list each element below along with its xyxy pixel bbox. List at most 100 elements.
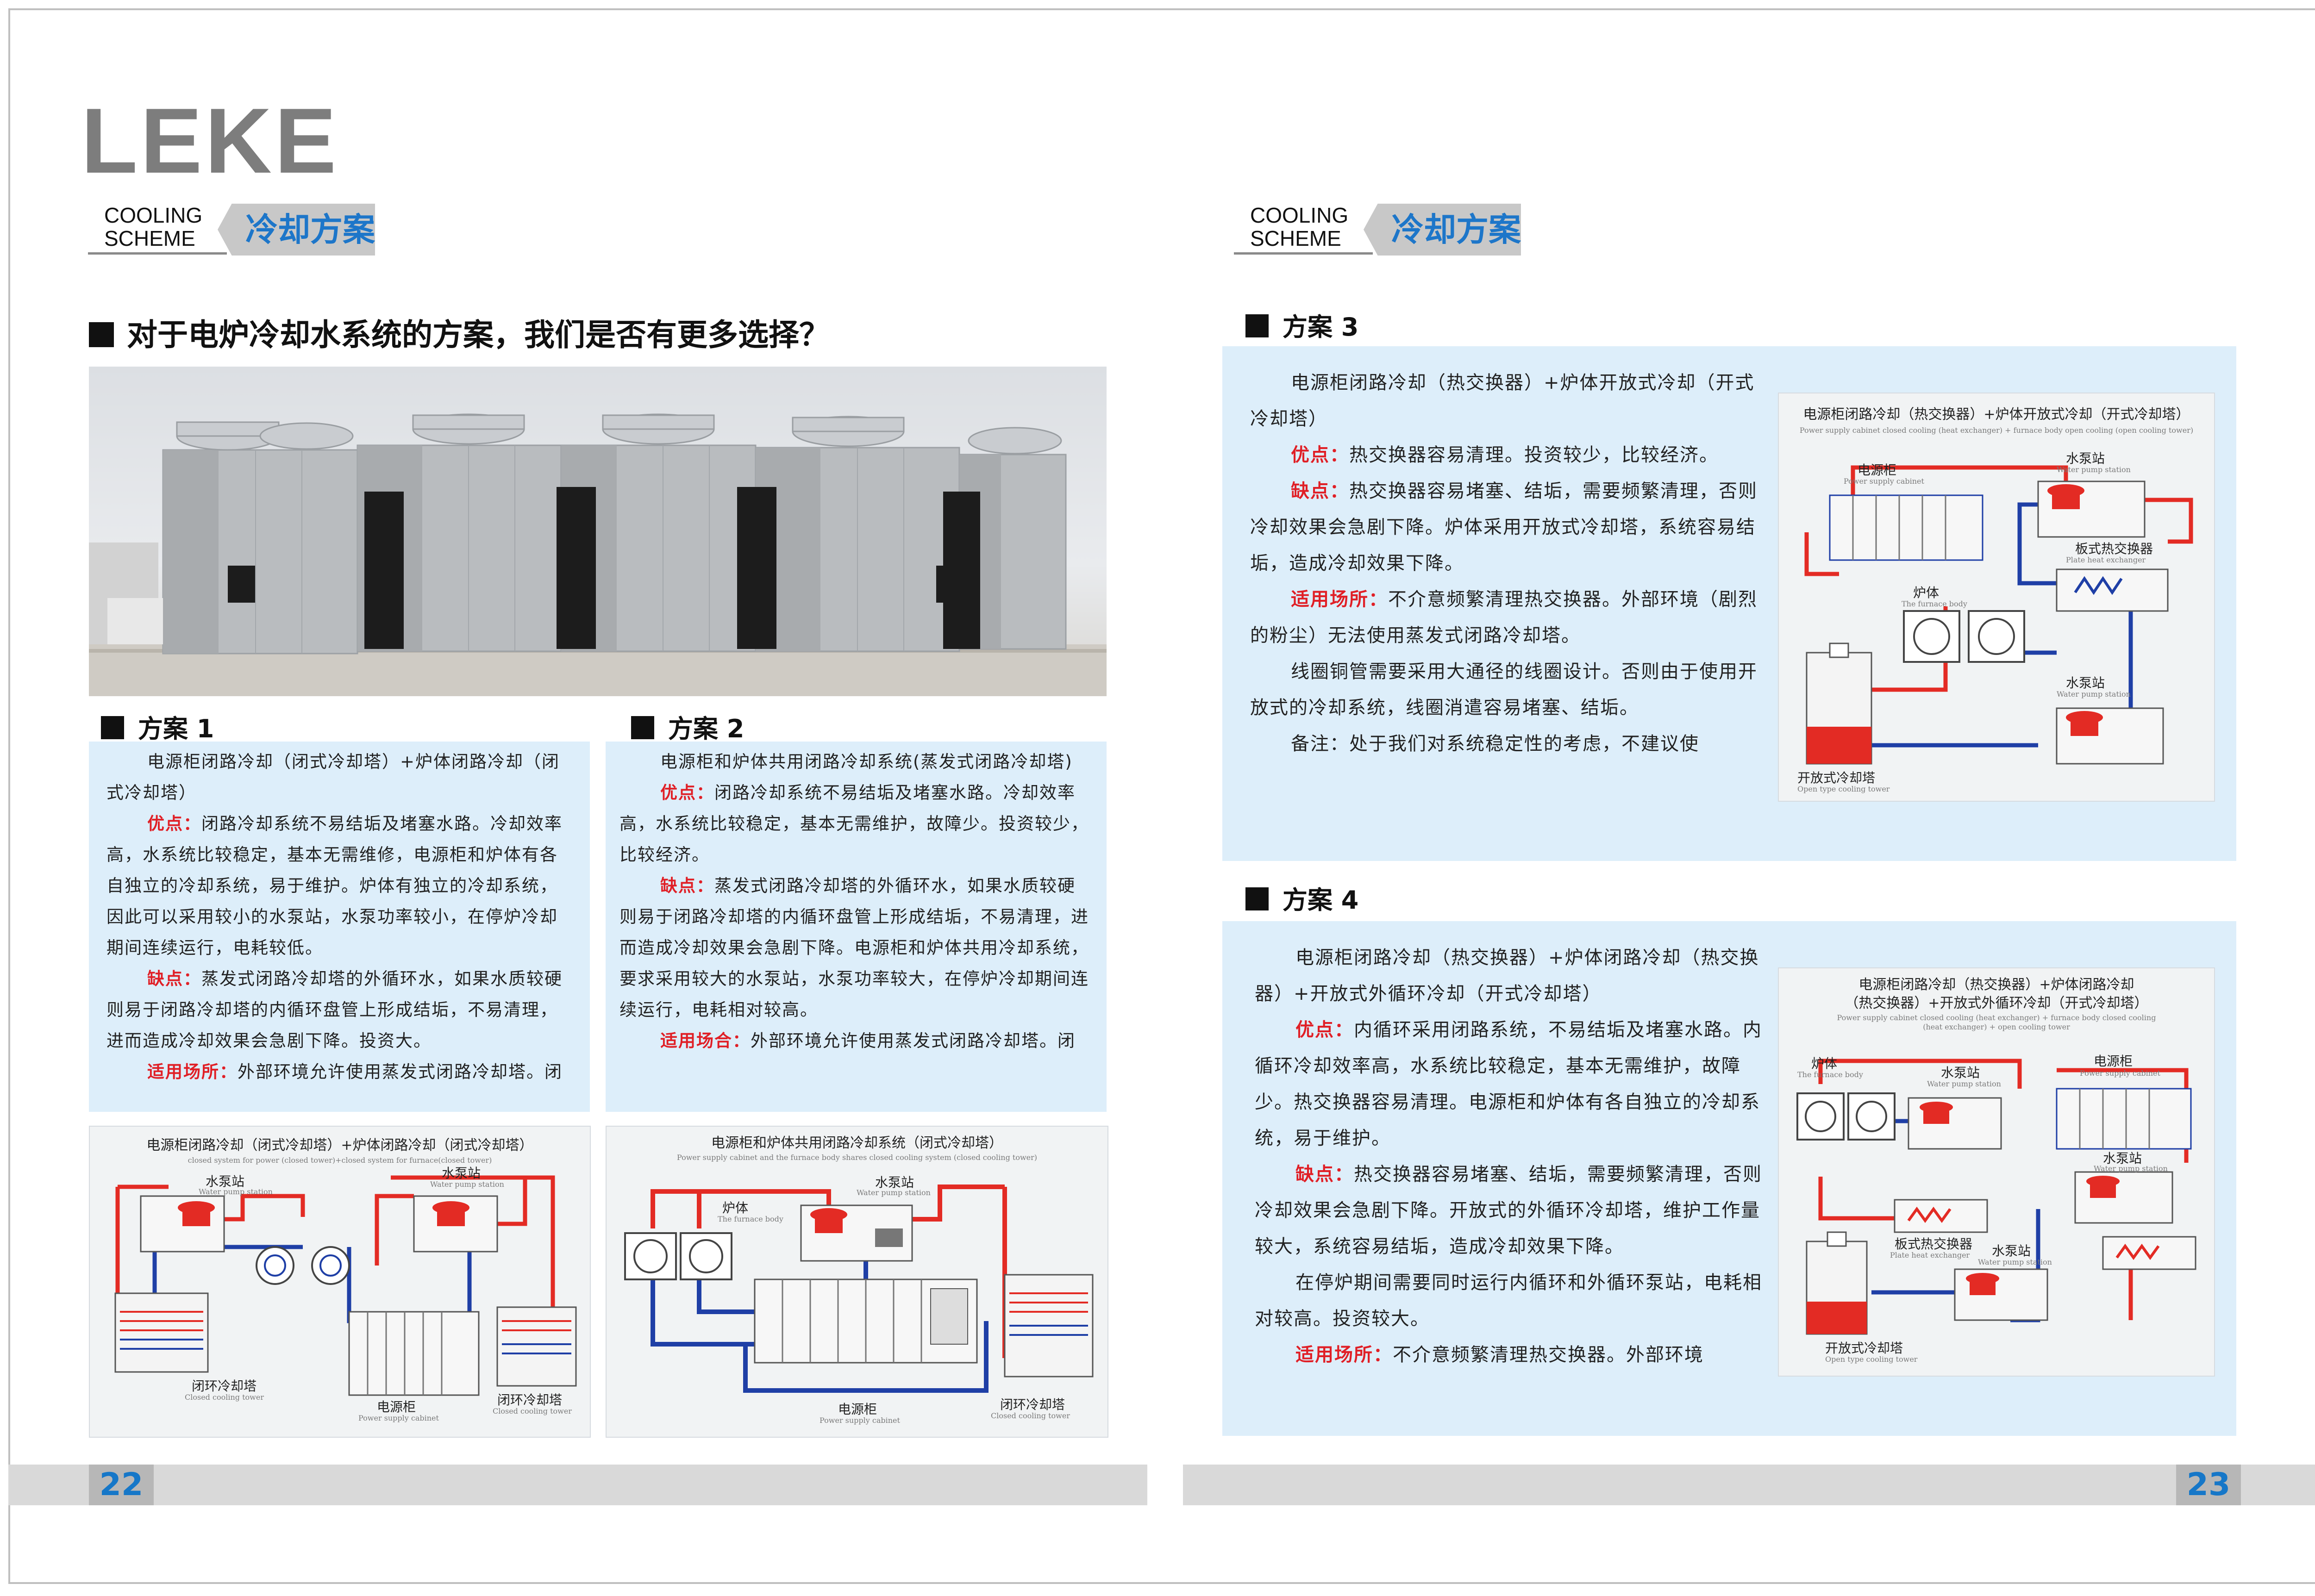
- plan3-label-cabinet-en: Power supply cabinet: [1844, 477, 1925, 486]
- plan3-label-plate-en: Plate heat exchanger: [2066, 555, 2146, 564]
- plan4-label-furnace-en: The furnace body: [1797, 1070, 1863, 1079]
- plan2-text: 电源柜和炉体共用闭路冷却系统(蒸发式闭路冷却塔) 优点：闭路冷却系统不易结垢及堵…: [619, 746, 1092, 1056]
- plan4-para-2: 缺点：热交换器容易堵塞、结垢，需要频繁清理，否则冷却效果会急剧下降。开放式的外循…: [1255, 1164, 1762, 1257]
- plan2-diagram-svg: 电源柜和炉体共用闭路冷却系统（闭式冷却塔） Power supply cabin…: [624, 1135, 1094, 1425]
- plan1-square-icon: [101, 716, 124, 740]
- plan4-diagram-subtitle: Power supply cabinet closed cooling (hea…: [1837, 1013, 2156, 1022]
- plan4-para-0: 电源柜闭路冷却（热交换器）+炉体闭路冷却（热交换器）+开放式外循环冷却（开式冷却…: [1255, 947, 1759, 1004]
- plan4-panel: 电源柜闭路冷却（热交换器）+炉体闭路冷却 （热交换器）+开放式外循环冷却（开式冷却…: [1222, 921, 2236, 1436]
- plan1-para-2: 缺点：蒸发式闭路冷却塔的外循环水，如果水质较硬则易于闭路冷却塔的内循环盘管上形成…: [106, 969, 563, 1051]
- plan3-para-0: 电源柜闭路冷却（热交换器）+炉体开放式冷却（开式冷却塔）: [1250, 372, 1755, 430]
- plan2-panel: 电源柜和炉体共用闭路冷却系统(蒸发式闭路冷却塔) 优点：闭路冷却系统不易结垢及堵…: [606, 742, 1107, 1112]
- plan4-title: 方案 4: [1245, 879, 1358, 916]
- plan1-label-pump2: 水泵站: [442, 1166, 481, 1181]
- plan2-para-1: 优点：闭路冷却系统不易结垢及堵塞水路。冷却效率高，水系统比较稳定，基本无需维护，…: [619, 783, 1089, 865]
- plan3-panel: 电源柜闭路冷却（热交换器）+炉体开放式冷却（开式冷却塔） 优点：热交换器容易清理…: [1222, 346, 2236, 861]
- plan4-label-plate: 板式热交换器: [1895, 1236, 1972, 1252]
- plan2-diagram-subtitle: Power supply cabinet and the furnace bod…: [677, 1153, 1037, 1162]
- plan3-label-plate: 板式热交换器: [2075, 541, 2153, 556]
- plan2-label-furnace: 炉体: [722, 1200, 748, 1216]
- section-tag-left: COOLING SCHEME 冷却方案: [88, 204, 394, 256]
- plan3-label-furnace-en: The furnace body: [1902, 599, 1967, 608]
- plan3-label-tower: 开放式冷却塔: [1797, 770, 1875, 786]
- section-tag-en-1-right: COOLING: [1250, 203, 1349, 227]
- plan2-title: 方案 2: [631, 708, 744, 745]
- plan4-label-pump1: 水泵站: [1941, 1065, 1980, 1080]
- plan4-diagram-title: 电源柜闭路冷却（热交换器）+炉体闭路冷却: [1858, 977, 2134, 993]
- plan3-label-pump2-en: Water pump station: [2057, 690, 2131, 698]
- plan1-text: 电源柜闭路冷却（闭式冷却塔）+炉体闭路冷却（闭式冷却塔） 优点：闭路冷却系统不易…: [106, 746, 574, 1087]
- plan1-para-0: 电源柜闭路冷却（闭式冷却塔）+炉体闭路冷却（闭式冷却塔）: [106, 752, 560, 803]
- plan1-panel: 电源柜闭路冷却（闭式冷却塔）+炉体闭路冷却（闭式冷却塔） 优点：闭路冷却系统不易…: [89, 742, 590, 1112]
- plan1-label-cabinet-en: Power supply cabinet: [358, 1414, 439, 1422]
- plan4-para-3: 在停炉期间需要同时运行内循环和外循环泵站，电耗相对较高。投资较大。: [1255, 1272, 1762, 1329]
- plan3-para-4: 线圈铜管需要采用大通径的线圈设计。否则由于使用开放式的冷却系统，线圈消遣容易堵塞…: [1250, 661, 1758, 718]
- plan3-para-2: 缺点：热交换器容易堵塞、结垢，需要频繁清理，否则冷却效果会急剧下降。炉体采用开放…: [1250, 480, 1758, 574]
- page-footer-left: [8, 1465, 1147, 1505]
- plan2-label-tower-en: Closed cooling tower: [991, 1411, 1070, 1420]
- section-tag-en-2-right: SCHEME: [1250, 226, 1341, 250]
- plan4-label-tower-en: Open type cooling tower: [1825, 1355, 1918, 1364]
- plan1-label-tower1: 闭环冷却塔: [192, 1378, 257, 1394]
- section-tag-cn-right: 冷却方案: [1364, 204, 1521, 256]
- heading-square-icon: [89, 322, 114, 347]
- plan2-diagram-title: 电源柜和炉体共用闭路冷却系统（闭式冷却塔）: [711, 1135, 1003, 1151]
- plan4-label-cabinet: 电源柜: [2094, 1054, 2133, 1069]
- plan3-label-pump2: 水泵站: [2066, 675, 2105, 691]
- plan2-label-tower: 闭环冷却塔: [1000, 1397, 1065, 1412]
- plan4-diagram-title-2: （热交换器）+开放式外循环冷却（开式冷却塔）: [1845, 995, 2148, 1011]
- plan4-label-furnace: 炉体: [1811, 1056, 1837, 1071]
- plan4-diagram: 电源柜闭路冷却（热交换器）+炉体闭路冷却 （热交换器）+开放式外循环冷却（开式冷…: [1778, 967, 2215, 1377]
- plan3-square-icon: [1245, 314, 1269, 338]
- plan2-label-cabinet-en: Power supply cabinet: [820, 1416, 901, 1425]
- section-tag-right: COOLING SCHEME 冷却方案: [1234, 204, 1539, 256]
- plan4-square-icon: [1245, 887, 1269, 911]
- page-number-right: 23: [2176, 1465, 2241, 1505]
- plan1-label-pump1: 水泵站: [206, 1174, 244, 1189]
- plan2-label-pump: 水泵站: [875, 1175, 914, 1190]
- plan3-title: 方案 3: [1245, 306, 1358, 343]
- plan4-para-1: 优点：内循环采用闭路系统，不易结垢及堵塞水路。内循环冷却效率高，水系统比较稳定，…: [1255, 1019, 1762, 1149]
- plan4-label-plate-en: Plate heat exchanger: [1890, 1251, 1970, 1259]
- plan2-para-2: 缺点：蒸发式闭路冷却塔的外循环水，如果水质较硬则易于闭路冷却塔的内循环盘管上形成…: [619, 876, 1089, 1020]
- plan3-label-furnace: 炉体: [1913, 585, 1939, 600]
- plan3-label-tower-en: Open type cooling tower: [1797, 785, 1890, 793]
- plan4-label-pump2-en: Water pump station: [2094, 1164, 2168, 1173]
- left-page-heading: 对于电炉冷却水系统的方案，我们是否有更多选择？: [89, 310, 830, 355]
- plan1-para-1: 优点：闭路冷却系统不易结垢及堵塞水路。冷却效率高，水系统比较稳定，基本无需维修，…: [106, 814, 563, 958]
- plan1-title: 方案 1: [101, 708, 214, 745]
- plan3-diagram: 电源柜闭路冷却（热交换器）+炉体开放式冷却（开式冷却塔） Power suppl…: [1778, 393, 2215, 802]
- plan4-label-tower: 开放式冷却塔: [1825, 1340, 1903, 1356]
- plan4-label-pump1-en: Water pump station: [1927, 1079, 2001, 1088]
- section-tag-cn: 冷却方案: [218, 204, 375, 256]
- plan1-diagram: 电源柜闭路冷却（闭式冷却塔）+炉体闭路冷却（闭式冷却塔） closed syst…: [89, 1126, 591, 1438]
- plan1-label-tower1-en: Closed cooling tower: [185, 1393, 264, 1402]
- section-tag-line-right: [1234, 252, 1373, 255]
- plan1-label-tower2: 闭环冷却塔: [497, 1392, 562, 1408]
- plan1-label-pump1-en: Water pump station: [199, 1187, 273, 1196]
- plan4-label-pump3: 水泵站: [1992, 1243, 2031, 1259]
- plan2-para-3: 适用场合：外部环境允许使用蒸发式闭路冷却塔。闭: [660, 1031, 1076, 1051]
- brand-logo: LEKE: [81, 89, 339, 193]
- plan3-para-1: 优点：热交换器容易清理。投资较少，比较经济。: [1291, 444, 1719, 466]
- section-tag-en-2: SCHEME: [104, 226, 195, 250]
- plan1-para-3: 适用场所：外部环境允许使用蒸发式闭路冷却塔。闭: [147, 1062, 563, 1082]
- plan2-label-pump-en: Water pump station: [857, 1188, 931, 1197]
- cooling-tower-photo: [89, 367, 1107, 696]
- plan1-diagram-svg: 电源柜闭路冷却（闭式冷却塔）+炉体闭路冷却（闭式冷却塔） closed syst…: [114, 1137, 577, 1422]
- section-tag-en-1: COOLING: [104, 203, 203, 227]
- section-tag-line: [88, 252, 227, 255]
- plan3-para-5: 备注：处于我们对系统稳定性的考虑，不建议使: [1291, 733, 1699, 754]
- plan4-diagram-subtitle-2: (heat exchanger) + open cooling tower: [1923, 1022, 2070, 1031]
- plan2-label-furnace-en: The furnace body: [718, 1215, 783, 1223]
- plan1-label-cabinet: 电源柜: [377, 1399, 416, 1415]
- plan4-diagram-svg: 电源柜闭路冷却（热交换器）+炉体闭路冷却 （热交换器）+开放式外循环冷却（开式冷…: [1796, 977, 2196, 1364]
- plan3-label-pump1: 水泵站: [2066, 451, 2105, 466]
- plan2-para-0: 电源柜和炉体共用闭路冷却系统(蒸发式闭路冷却塔): [660, 752, 1073, 772]
- page-frame: [8, 8, 2315, 1584]
- plan4-label-cabinet-en: Power supply cabinet: [2080, 1069, 2161, 1078]
- plan4-label-pump3-en: Water pump station: [1978, 1258, 2052, 1266]
- plan1-diagram-subtitle: closed system for power (closed tower)+c…: [188, 1156, 492, 1165]
- plan3-text: 电源柜闭路冷却（热交换器）+炉体开放式冷却（开式冷却塔） 优点：热交换器容易清理…: [1250, 365, 1765, 762]
- plan3-diagram-subtitle: Power supply cabinet closed cooling (hea…: [1800, 426, 2193, 435]
